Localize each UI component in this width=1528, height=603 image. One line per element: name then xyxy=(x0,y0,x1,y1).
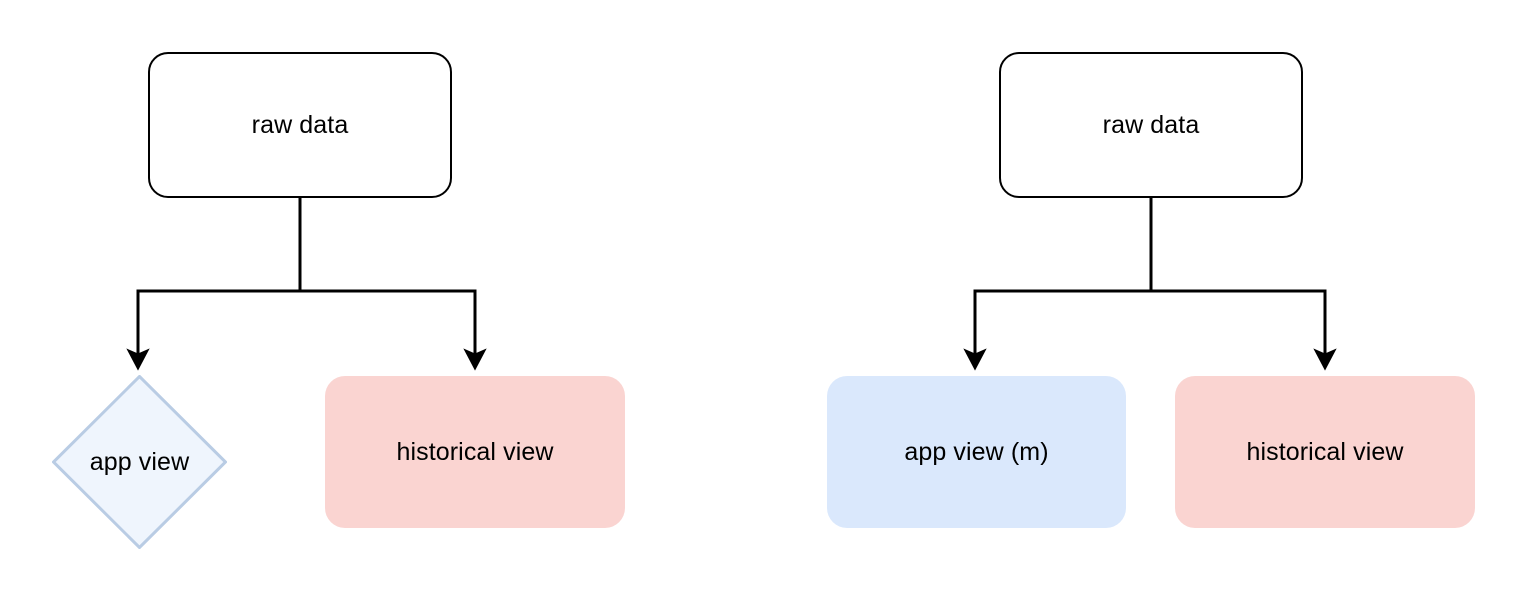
node-right-app-view-m-label: app view (m) xyxy=(904,438,1049,466)
node-right-app-view-m[interactable]: app view (m) xyxy=(827,376,1126,528)
node-right-raw-data-label: raw data xyxy=(1102,111,1200,139)
node-left-app-view-label: app view xyxy=(89,448,190,476)
edge-right-raw-to-historical-view xyxy=(1149,198,1337,371)
node-left-raw-data-label: raw data xyxy=(251,111,349,139)
node-left-historical-view-label: historical view xyxy=(396,438,554,466)
edge-left-raw-to-app-view xyxy=(126,198,302,371)
diamond-shape-icon xyxy=(52,375,227,549)
node-left-historical-view[interactable]: historical view xyxy=(325,376,625,528)
edge-left-raw-to-historical-view xyxy=(298,198,487,371)
edge-right-raw-to-app-view-m xyxy=(963,198,1153,371)
node-left-raw-data[interactable]: raw data xyxy=(148,52,452,198)
node-right-historical-view[interactable]: historical view xyxy=(1175,376,1475,528)
node-left-app-view[interactable]: app view xyxy=(52,375,227,549)
node-right-historical-view-label: historical view xyxy=(1246,438,1404,466)
node-right-raw-data[interactable]: raw data xyxy=(999,52,1303,198)
